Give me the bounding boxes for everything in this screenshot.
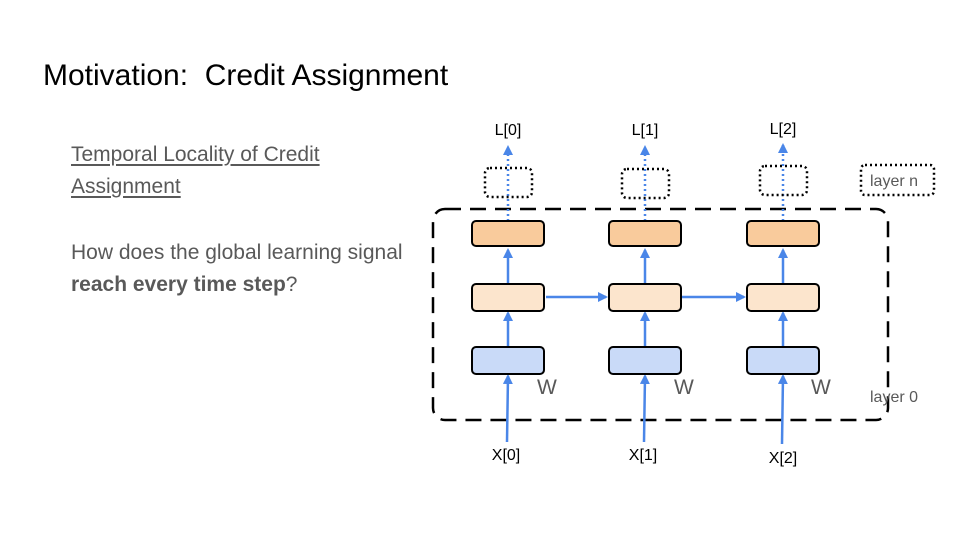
layer-n-cell — [620, 167, 671, 200]
input-arrow — [639, 374, 650, 443]
question-end: ? — [285, 273, 298, 296]
question-text: How does the global learning signal — [71, 241, 403, 264]
column-0: L[0] X[0] W — [471, 122, 557, 464]
weight-label: W — [811, 376, 831, 399]
layer-0-label: layer 0 — [870, 389, 918, 406]
question-emphasis: reach every time step — [71, 273, 286, 296]
loss-label: L[1] — [632, 122, 659, 139]
layer-n-cell — [483, 166, 534, 199]
input-label: X[2] — [769, 450, 797, 467]
output-cell — [746, 220, 820, 247]
hidden-cell — [746, 283, 820, 312]
input-arrow — [777, 374, 788, 445]
loss-label: L[2] — [770, 121, 797, 138]
layer-0-box — [431, 207, 890, 422]
column-1: L[1] X[1] W — [608, 122, 694, 464]
input-label: X[1] — [629, 447, 657, 464]
output-cell — [471, 220, 545, 247]
layer-n-cell — [758, 164, 809, 197]
hidden-cell — [471, 283, 545, 312]
loss-label: L[0] — [495, 122, 522, 139]
input-cell — [608, 346, 682, 375]
slide-subtitle: Temporal Locality of Credit Assignment — [71, 143, 320, 198]
layer-n-box — [859, 163, 936, 197]
slide-question: How does the global learning signal reac… — [71, 237, 411, 301]
input-arrow — [502, 374, 513, 443]
input-cell — [746, 346, 820, 375]
input-label: X[0] — [492, 447, 520, 464]
hidden-cell — [608, 283, 682, 312]
column-2: L[2] X[2] W — [746, 121, 831, 467]
input-cell — [471, 346, 545, 375]
slide-title: Motivation: Credit Assignment — [43, 59, 449, 92]
weight-label: W — [674, 376, 694, 399]
output-cell — [608, 220, 682, 247]
layer-n-label: layer n — [870, 173, 918, 190]
weight-label: W — [537, 376, 557, 399]
